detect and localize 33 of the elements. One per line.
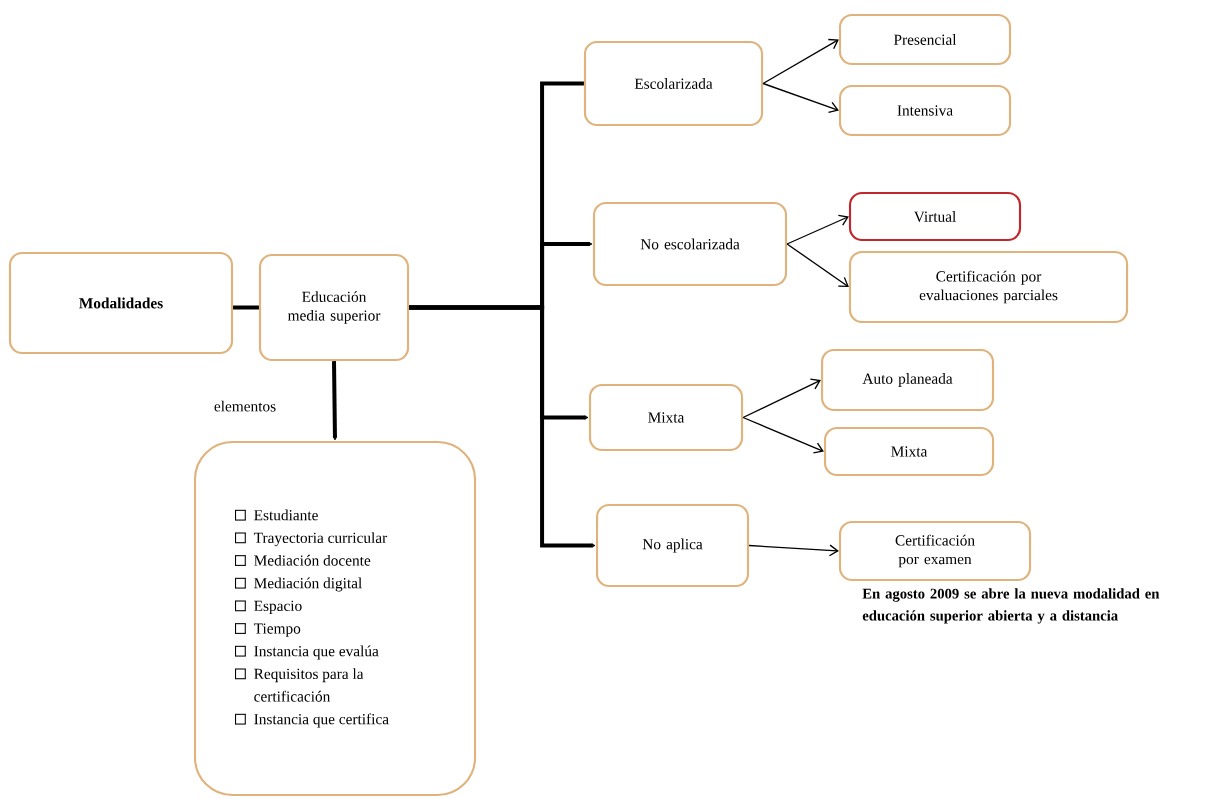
box: Escolarizada xyxy=(583,40,764,127)
edge-label: elementos xyxy=(212,399,278,413)
checklist-item: Trayectoria curricular xyxy=(234,532,388,547)
checklist-item: Mediación docente xyxy=(234,554,371,566)
box: Virtual xyxy=(848,191,1022,242)
box: Educación media superior xyxy=(258,253,410,362)
box: Auto planeada xyxy=(821,348,995,412)
arrow xyxy=(742,416,824,454)
checklist-item: Requisitos para la certificación xyxy=(234,668,364,702)
arrow xyxy=(748,544,839,557)
checklist-item: Espacio xyxy=(234,600,302,615)
box: No escolarizada xyxy=(592,201,788,287)
checklist-item: Instancia que certifica xyxy=(234,713,389,728)
box: Intensiva xyxy=(838,84,1012,137)
checklist-item: Tiempo xyxy=(234,623,301,637)
arrow xyxy=(409,305,596,548)
arrow xyxy=(762,38,839,85)
box: Certificación por examen xyxy=(838,520,1032,582)
arrow xyxy=(742,378,821,419)
box: Mixta xyxy=(823,426,995,477)
box: Certificación por evaluaciones parciales xyxy=(848,250,1129,324)
box: Presencial xyxy=(838,13,1012,66)
box: No aplica xyxy=(596,503,750,588)
checklist-item: Mediación digital xyxy=(234,577,362,592)
arrow xyxy=(786,243,849,287)
arrow xyxy=(332,361,337,441)
checklist-item: Instancia que evalúa xyxy=(234,645,379,660)
checklist-item: Estudiante xyxy=(234,509,318,521)
arrow xyxy=(786,214,849,245)
box: Modalidades xyxy=(8,251,234,355)
list-box xyxy=(193,440,477,797)
box: Mixta xyxy=(588,383,744,452)
arrow xyxy=(762,82,839,114)
